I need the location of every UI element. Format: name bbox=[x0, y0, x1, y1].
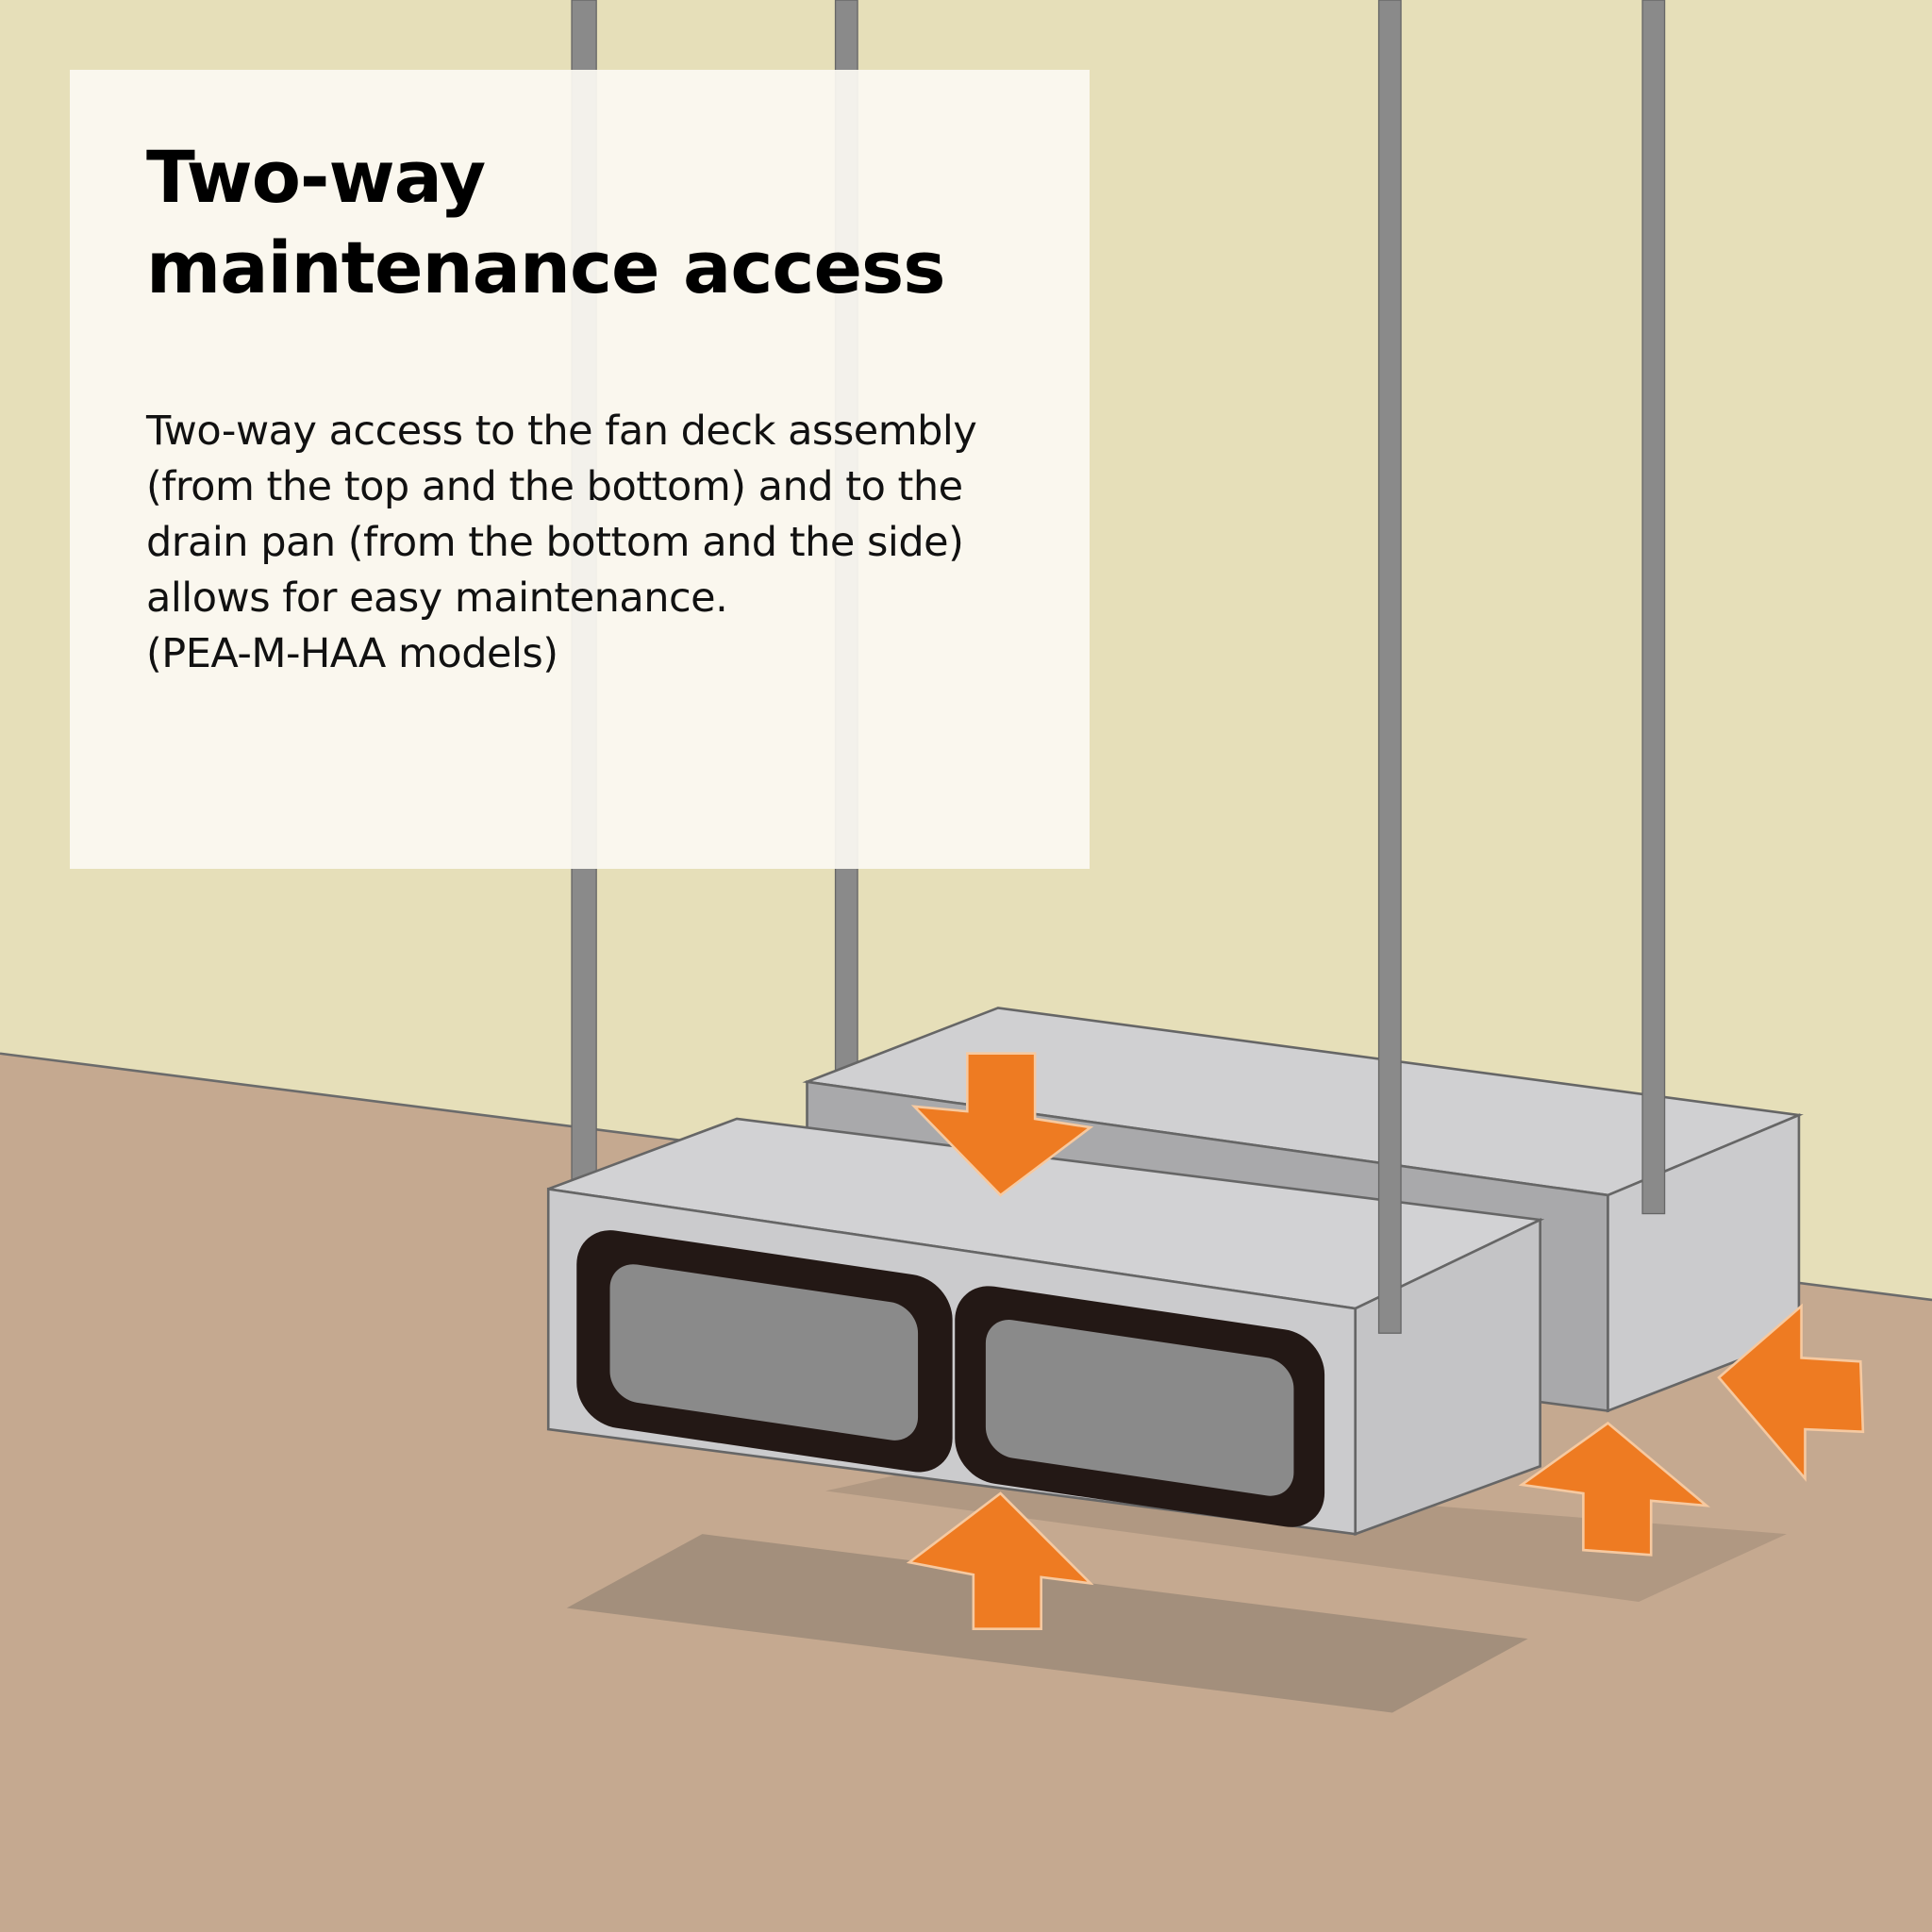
hanging-rod bbox=[1377, 0, 1402, 1334]
air-outlet-grille bbox=[985, 1320, 1294, 1496]
shadow bbox=[566, 1534, 1528, 1713]
info-panel bbox=[70, 70, 1090, 869]
arrow-down-icon bbox=[910, 1052, 1094, 1197]
arrow-up-icon bbox=[906, 1491, 1094, 1630]
description-text: Two-way access to the fan deck assembly … bbox=[146, 408, 977, 677]
air-outlet-grille bbox=[609, 1264, 919, 1441]
shadow bbox=[825, 1466, 1787, 1602]
arrow-left-icon bbox=[1717, 1303, 1865, 1482]
page-title: Two-way maintenance access bbox=[146, 135, 945, 309]
hanging-rod bbox=[1641, 0, 1666, 1215]
arrow-up-icon bbox=[1518, 1421, 1711, 1557]
